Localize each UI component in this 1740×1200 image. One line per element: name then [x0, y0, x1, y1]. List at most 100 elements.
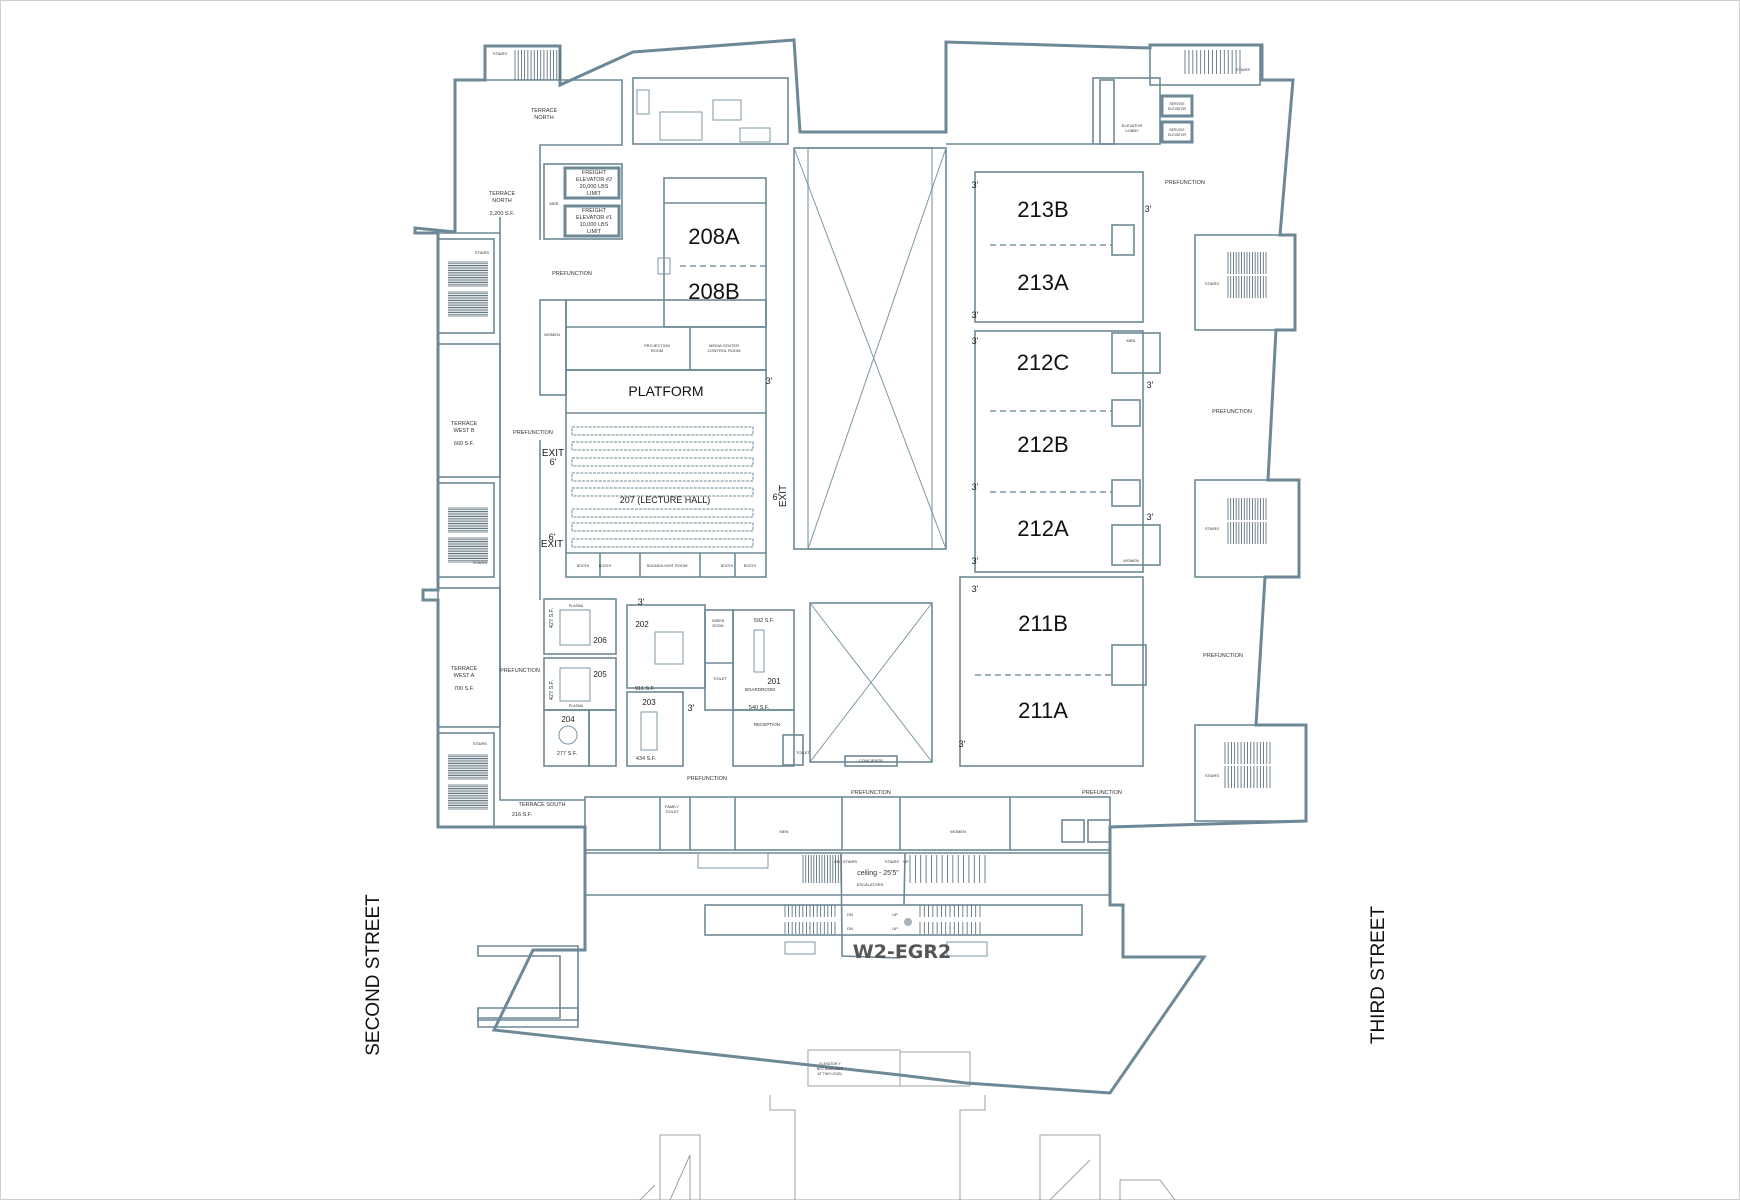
room-201[interactable]: 201: [767, 677, 781, 686]
svg-text:CONTROL ROOM: CONTROL ROOM: [708, 348, 741, 353]
stairs-dn-label: DN: [834, 859, 840, 864]
ceiling-height-label: ceiling - 25'5": [857, 870, 899, 877]
mdr-label: MDR: [549, 201, 558, 206]
seat-row: [571, 487, 754, 497]
terrace-west-b-label: TERRACE: [451, 421, 478, 427]
concierge-label: CONCIERGE: [859, 758, 884, 763]
elevator-note: ELEVATOR Y: [819, 1062, 841, 1066]
stair-flight: [448, 261, 488, 287]
lower-balcony-strip: [477, 1007, 579, 1021]
plasma-label: PLASMA: [569, 704, 584, 708]
media-center-label: MEDIA CENTER: [709, 343, 739, 348]
room-205[interactable]: 205: [593, 670, 607, 679]
room-206-area: 427 S.F.: [549, 607, 555, 628]
door-width-label: 6': [773, 492, 780, 502]
exterior-structure: [639, 1049, 1176, 1200]
escalators-label: ESCALATORS: [857, 882, 884, 887]
room-204[interactable]: 204: [561, 715, 575, 724]
stair-flight: [802, 855, 842, 883]
prefunction-labels: PREFUNCTION PREFUNCTION PREFUNCTION PREF…: [500, 180, 1252, 796]
men-restroom-label: MEN: [1127, 338, 1136, 343]
seat-row: [571, 522, 754, 532]
svg-text:WEST A: WEST A: [454, 673, 475, 679]
prefunction-label: PREFUNCTION: [1203, 653, 1243, 659]
lecture-hall-label[interactable]: 207 (LECTURE HALL): [620, 495, 711, 505]
door-width-label: 6': [550, 457, 557, 467]
interior-walls: [437, 44, 1261, 959]
reception-label: RECEPTION: [754, 722, 780, 727]
room-211b[interactable]: 211B: [1018, 611, 1068, 636]
service-elevator-label: SERVICE: [1169, 102, 1185, 106]
booth-label: BOOTH: [599, 564, 612, 568]
room-211a[interactable]: 211A: [1018, 698, 1068, 723]
stair-flight: [448, 784, 488, 810]
door-width-label: 6': [549, 532, 556, 542]
door-width-label: 3': [1145, 204, 1152, 214]
svg-text:NOT AVAILABLE: NOT AVAILABLE: [817, 1067, 844, 1071]
room-212b[interactable]: 212B: [1017, 432, 1068, 457]
exit-label: EXIT: [542, 448, 564, 459]
svg-text:STAIRS: STAIRS: [885, 859, 899, 864]
reception-area: 540 S.F.: [749, 705, 770, 711]
room-labels: 208A 208B 213B 213A 212C 212B 212A 211B …: [620, 197, 1070, 723]
room-213b[interactable]: 213B: [1017, 197, 1068, 222]
svg-text:ELEVATOR #1: ELEVATOR #1: [576, 215, 612, 221]
stair-flight: [919, 922, 981, 934]
door-width-label: 3': [766, 376, 773, 386]
door-width-label: 3': [972, 584, 979, 594]
room-208a[interactable]: 208A: [688, 224, 740, 249]
room-204-area: 277 S.F.: [557, 751, 578, 757]
toilet-label: TOILET: [713, 676, 727, 681]
door-width-label: 3': [688, 703, 695, 713]
stair-hatching: [437, 50, 1307, 934]
svg-text:ROOM: ROOM: [651, 348, 663, 353]
prefunction-label: PREFUNCTION: [552, 271, 592, 277]
terrace-west-b-area: 660 S.F.: [454, 441, 475, 447]
svg-text:ELEVATOR: ELEVATOR: [1168, 133, 1187, 137]
room-212c[interactable]: 212C: [1017, 350, 1070, 375]
booth-label: BOOTH: [744, 564, 757, 568]
atrium-void-south: [809, 602, 933, 763]
svg-text:AT THIS LEVEL: AT THIS LEVEL: [818, 1072, 843, 1076]
terrace-north-label: NORTH: [492, 198, 511, 204]
stair-flight: [448, 291, 488, 317]
terrace-north-label: TERRACE: [489, 191, 516, 197]
boardroom-label: BOARDROOM: [745, 687, 775, 692]
stair-flight: [1184, 62, 1241, 74]
stair-flight: [1224, 766, 1271, 788]
atrium-voids: [793, 147, 947, 763]
svg-text:WEST B: WEST B: [454, 428, 475, 434]
svg-text:STAIRS: STAIRS: [843, 859, 857, 864]
stair-flight: [514, 50, 561, 65]
terrace-north-label: TERRACE: [531, 108, 558, 114]
room-208b[interactable]: 208B: [688, 279, 739, 304]
stair-flight: [448, 507, 488, 533]
family-toilet-label: FAMILY: [665, 804, 679, 809]
svg-text:TOILET: TOILET: [665, 809, 679, 814]
terrace-west-a-area: 700 S.F.: [454, 686, 475, 692]
room-202[interactable]: 202: [635, 620, 649, 629]
svg-text:ELEVATOR #2: ELEVATOR #2: [576, 177, 612, 183]
room-206[interactable]: 206: [593, 636, 607, 645]
svg-text:LOBBY: LOBBY: [1125, 128, 1139, 133]
location-marker-label: W2-EGR2: [853, 941, 952, 963]
elevator-lobby-label: ELEVATOR: [1122, 123, 1143, 128]
prefunction-label: PREFUNCTION: [1165, 180, 1205, 186]
stair-flight: [909, 855, 986, 883]
seat-row: [571, 457, 754, 467]
escalator-up-label: UP: [892, 912, 898, 917]
stairs-label: STAIRS: [1205, 773, 1219, 778]
women-restroom-label: WOMEN: [1123, 558, 1139, 563]
room-203[interactable]: 203: [642, 698, 656, 707]
room-213a[interactable]: 213A: [1017, 270, 1069, 295]
svg-text:10,000 LBS: 10,000 LBS: [580, 222, 609, 228]
stair-flight: [919, 905, 981, 917]
lecture-seating: [571, 426, 754, 548]
room-205-area: 427 S.F.: [549, 679, 555, 700]
stair-flight: [514, 65, 561, 80]
stairs-label: STAIRS: [473, 741, 487, 746]
room-212a[interactable]: 212A: [1017, 516, 1069, 541]
door-width-label: 3': [959, 739, 966, 749]
